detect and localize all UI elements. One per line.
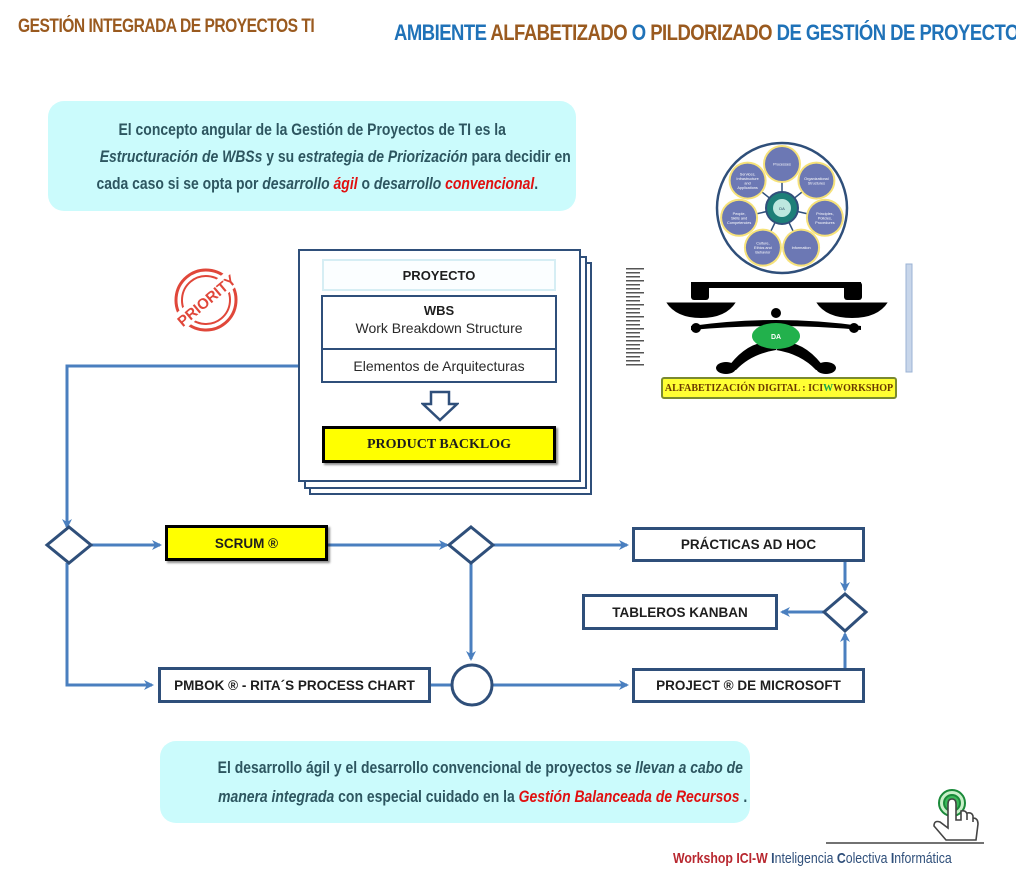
wheel-enabler-label: Organizational bbox=[804, 177, 829, 181]
priority-stamp-icon: PRIORITY bbox=[174, 268, 240, 332]
wheel-enabler-label: Competencies bbox=[727, 221, 751, 225]
balance-scale-icon: DA bbox=[626, 263, 913, 374]
wheel-enabler-label: Applications bbox=[737, 186, 758, 190]
connector-project-to-decision bbox=[62, 364, 299, 529]
plain-text: para decidir en bbox=[467, 147, 571, 166]
architecture-elements: Elementos de Arquitecturas bbox=[353, 357, 525, 374]
footer-brand: Workshop ICI-W Inteligencia Colectiva In… bbox=[673, 850, 952, 867]
merge-circle bbox=[450, 663, 494, 707]
red-emphasis-text: convencional bbox=[445, 174, 535, 193]
connector-decision-to-pmbok bbox=[65, 563, 154, 690]
adhoc-practices-box[interactable]: PRÁCTICAS AD HOC bbox=[632, 527, 865, 562]
decision-diamond bbox=[44, 525, 94, 565]
wheel-enabler-label: Information bbox=[792, 246, 811, 250]
wheel-enabler-label: Skills and bbox=[731, 216, 747, 220]
callout-line: manera integrada con especial cuidado en… bbox=[218, 782, 747, 811]
wheel-enabler-label: Behavior bbox=[755, 251, 771, 255]
footer-workshop: Workshop bbox=[673, 850, 737, 867]
plain-text: y su bbox=[262, 147, 299, 166]
callout-line: El desarrollo ágil y el desarrollo conve… bbox=[218, 753, 743, 782]
red-emphasis-text: ágil bbox=[333, 174, 358, 193]
wheel-enabler-node: Processes bbox=[763, 145, 801, 183]
plain-text: o bbox=[357, 174, 374, 193]
badge-text: ALFABETIZACIÓN DIGITAL : ICI bbox=[664, 382, 824, 394]
wheel-enabler-label: Culture, bbox=[756, 242, 769, 246]
wheel-enabler-node: Information bbox=[782, 228, 821, 267]
wheel-enabler-label: Procedures bbox=[815, 221, 835, 225]
plain-text: . bbox=[739, 787, 748, 806]
right-header-title: AMBIENTE ALFABETIZADO O PILDORIZADO DE G… bbox=[394, 20, 1016, 46]
decision-diamond bbox=[446, 525, 496, 565]
top-callout: El concepto angular de la Gestión de Pro… bbox=[48, 101, 576, 211]
wbs-title: WBS bbox=[423, 303, 455, 318]
emphasis-text: se llevan a cabo de bbox=[615, 758, 743, 777]
down-arrow-icon bbox=[421, 390, 459, 422]
footer-text: I bbox=[890, 850, 895, 867]
footer-text: nteligencia bbox=[774, 850, 837, 867]
title-part: ALFABETIZADO bbox=[490, 20, 632, 45]
callout-line: Estructuración de WBSs y su estrategia d… bbox=[100, 143, 571, 170]
wheel-enabler-label: Processes bbox=[773, 163, 791, 167]
wheel-enabler-label: Infrastructure bbox=[736, 177, 758, 181]
emphasis-text: manera integrada bbox=[218, 787, 335, 806]
title-part: O bbox=[631, 20, 651, 45]
wheel-enabler-label: Policies, bbox=[818, 216, 832, 220]
footer-text: C bbox=[836, 850, 846, 867]
wheel-enabler-label: and bbox=[744, 181, 750, 185]
left-header-title: GESTIÓN INTEGRADA DE PROYECTOS TI bbox=[18, 16, 315, 37]
red-emphasis-text: Gestión Balanceada de Recursos bbox=[518, 787, 740, 806]
svg-text:DA: DA bbox=[771, 334, 781, 341]
emphasis-text: estrategia de Priorización bbox=[298, 147, 468, 166]
kanban-boards-box[interactable]: TABLEROS KANBAN bbox=[582, 594, 778, 630]
wheel-enabler-label: Ethics and bbox=[754, 246, 772, 250]
project-header: PROYECTO bbox=[322, 259, 556, 291]
wheel-enabler-label: Services, bbox=[740, 172, 756, 176]
title-part: PILDORIZADO bbox=[650, 20, 777, 45]
title-part: DE GESTIÓN DE PROYECTOS TI bbox=[776, 20, 1016, 45]
callout-line: cada caso si se opta por desarrollo ágil… bbox=[96, 170, 538, 197]
cobit-enablers-wheel: ProcessesOrganizationalStructuresPrincip… bbox=[715, 141, 849, 275]
touch-pointer-icon bbox=[826, 789, 984, 844]
ms-project-box[interactable]: PROJECT ® DE MICROSOFT bbox=[632, 668, 865, 703]
product-backlog-box[interactable]: PRODUCT BACKLOG bbox=[322, 426, 556, 463]
badge-w-letter: W bbox=[823, 382, 834, 394]
bottom-callout: El desarrollo ágil y el desarrollo conve… bbox=[160, 741, 750, 823]
wheel-enabler-label: Structures bbox=[808, 181, 825, 185]
footer-iciw: ICI-W bbox=[736, 850, 772, 867]
footer-text: olectiva bbox=[845, 850, 891, 867]
svg-text:DA: DA bbox=[779, 206, 785, 211]
wbs-subtitle: Work Breakdown Structure bbox=[355, 320, 523, 336]
wbs-box: WBS Work Breakdown Structure Elementos d… bbox=[321, 295, 557, 383]
badge-text: WORKSHOP bbox=[833, 382, 894, 394]
plain-text: cada caso si se opta por bbox=[96, 174, 263, 193]
title-part: AMBIENTE bbox=[394, 20, 491, 45]
scrum-box[interactable]: SCRUM ® bbox=[165, 525, 328, 561]
wheel-enabler-node: Principles,Policies,Procedures bbox=[805, 198, 844, 237]
footer-text: nformática bbox=[894, 850, 952, 867]
callout-line: El concepto angular de la Gestión de Pro… bbox=[118, 120, 506, 139]
emphasis-text: Estructuración de WBSs bbox=[99, 147, 263, 166]
decision-diamond bbox=[821, 592, 869, 634]
plain-text: con especial cuidado en la bbox=[334, 787, 519, 806]
plain-text: El desarrollo ágil y el desarrollo conve… bbox=[217, 758, 616, 777]
emphasis-text: desarrollo bbox=[373, 174, 446, 193]
wheel-enabler-label: Principles, bbox=[816, 212, 834, 216]
emphasis-text: desarrollo bbox=[262, 174, 334, 193]
wheel-enabler-label: People, bbox=[733, 212, 746, 216]
plain-text: . bbox=[534, 174, 539, 193]
footer-text: I bbox=[771, 850, 775, 867]
pmbok-box[interactable]: PMBOK ® - RITA´S PROCESS CHART bbox=[158, 667, 431, 703]
